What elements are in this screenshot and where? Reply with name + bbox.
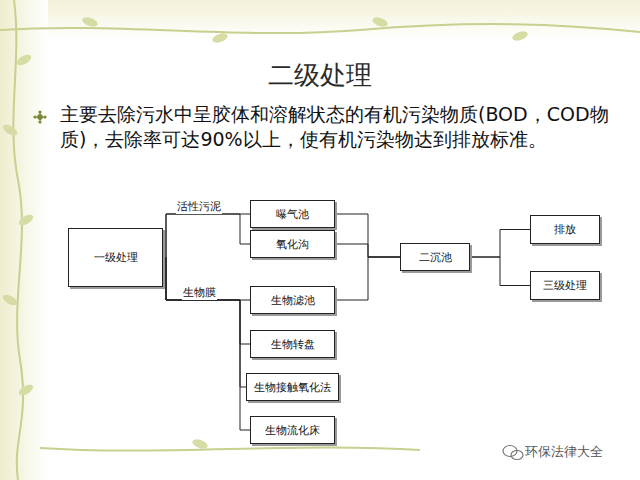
- connector: [470, 257, 530, 286]
- process-box: 排放: [530, 215, 600, 244]
- connector: [470, 230, 530, 258]
- connector: [335, 257, 400, 300]
- watermark-icon: [503, 446, 523, 460]
- process-box: 生物滤池: [250, 286, 335, 314]
- connector-line: [163, 214, 250, 258]
- box-text: 排放: [550, 222, 580, 237]
- connector-line: [163, 258, 250, 301]
- connector: [163, 258, 250, 431]
- connector: [335, 244, 400, 257]
- box-text: 生物流化床: [261, 423, 324, 438]
- connector-line: [335, 214, 400, 257]
- connector-line: [470, 257, 530, 286]
- process-box: 二沉池: [400, 243, 470, 271]
- process-box: 生物转盘: [250, 330, 335, 358]
- box-text: 二沉池: [415, 250, 456, 265]
- bullet-text: 主要去除污水中呈胶体和溶解状态的有机污染物质(BOD，COD物质)，去除率可达9…: [60, 102, 620, 151]
- slide-title: 二级处理: [0, 58, 640, 93]
- box-text: 氧化沟: [272, 237, 313, 252]
- box-text: 曝气池: [272, 207, 313, 222]
- branch-label: 生物膜: [182, 285, 217, 300]
- connector: [163, 214, 250, 258]
- connector-line: [163, 214, 250, 258]
- watermark: 环保法律大全: [524, 443, 604, 461]
- box-text: 生物滤池: [267, 293, 319, 308]
- connector-line: [163, 258, 250, 431]
- connector-line: [335, 257, 400, 300]
- connector-line: [163, 258, 246, 388]
- connector-line: [335, 244, 400, 257]
- box-text: 生物接触氧化法: [250, 380, 335, 395]
- connector: [163, 214, 250, 258]
- branch-label: 活性污泥: [176, 199, 222, 214]
- connector-line: [470, 230, 530, 258]
- connector-line: [163, 258, 250, 345]
- connector: [163, 258, 246, 388]
- process-box: 生物接触氧化法: [246, 373, 339, 401]
- process-box: 氧化沟: [250, 230, 335, 258]
- process-box: 生物流化床: [250, 416, 335, 444]
- bullet-mark: [33, 110, 46, 123]
- box-text: 一级处理: [90, 250, 142, 265]
- connector: [335, 214, 400, 257]
- box-text: 三级处理: [539, 278, 591, 293]
- connector: [163, 258, 250, 345]
- process-box: 一级处理: [68, 228, 163, 287]
- process-box: 曝气池: [250, 200, 335, 228]
- box-text: 生物转盘: [267, 337, 319, 352]
- connector: [163, 258, 250, 301]
- process-box: 三级处理: [530, 271, 600, 300]
